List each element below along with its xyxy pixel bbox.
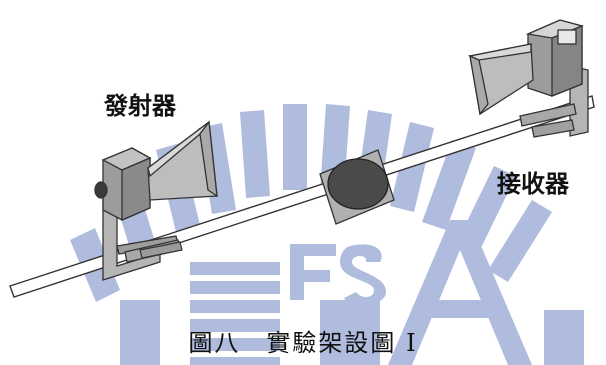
figure-caption: 圖八 實驗架設圖 I xyxy=(188,329,418,357)
transmitter-knob xyxy=(94,181,108,199)
transmitter-label: 發射器 xyxy=(104,92,176,120)
transmitter-device xyxy=(94,120,218,281)
sample-disc xyxy=(327,158,389,210)
receiver-base xyxy=(519,103,577,127)
receiver-label: 接收器 xyxy=(497,170,569,198)
sample-holder xyxy=(319,149,395,225)
rail-foot-plates xyxy=(139,241,183,259)
receiver-device xyxy=(467,19,589,138)
watermark-letters xyxy=(120,220,584,365)
watermark-bars xyxy=(190,262,280,365)
